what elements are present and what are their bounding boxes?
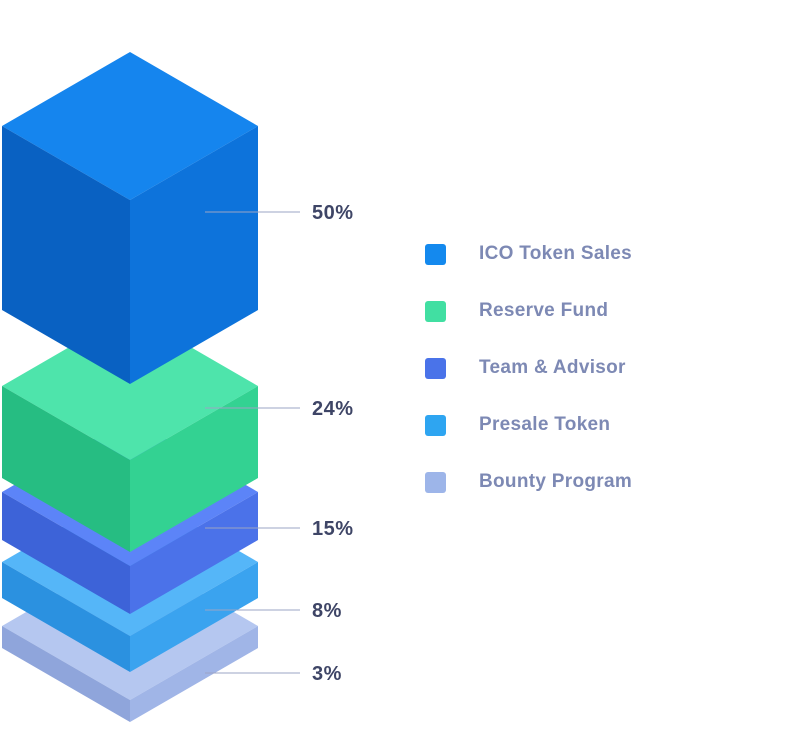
legend-label: Presale Token <box>479 414 611 435</box>
legend-item-reserve-fund: Reserve Fund <box>425 300 632 322</box>
percent-label-bounty-program: 3% <box>312 663 342 685</box>
right-face <box>130 126 258 384</box>
legend-label: Team & Advisor <box>479 357 626 378</box>
percent-label-presale-token: 8% <box>312 600 342 622</box>
legend-label: Reserve Fund <box>479 300 609 321</box>
legend-swatch-reserve-fund <box>425 300 446 322</box>
legend-label: Bounty Program <box>479 471 633 492</box>
left-face <box>2 492 130 614</box>
right-face <box>130 492 258 614</box>
percent-label-reserve-fund: 24% <box>312 398 354 420</box>
left-face <box>2 126 130 384</box>
right-face <box>130 386 258 552</box>
legend-item-presale-token: Presale Token <box>425 414 632 436</box>
block-reserve-fund <box>2 312 258 552</box>
right-face <box>130 626 258 722</box>
left-face <box>2 562 130 672</box>
left-face <box>2 386 130 552</box>
legend-item-bounty-program: Bounty Program <box>425 471 632 493</box>
block-ico-token-sales <box>2 52 258 384</box>
legend-swatch-team-advisor <box>425 357 446 379</box>
percent-label-ico-token-sales: 50% <box>312 202 354 224</box>
legend-swatch-ico-token-sales <box>425 243 446 265</box>
legend-item-ico-token-sales: ICO Token Sales <box>425 243 632 265</box>
right-face <box>130 562 258 672</box>
legend-swatch-presale-token <box>425 414 446 436</box>
legend-swatch-bounty-program <box>425 471 446 493</box>
legend-label: ICO Token Sales <box>479 243 633 264</box>
legend-item-team-advisor: Team & Advisor <box>425 357 632 379</box>
percent-label-team-advisor: 15% <box>312 518 354 540</box>
left-face <box>2 626 130 722</box>
